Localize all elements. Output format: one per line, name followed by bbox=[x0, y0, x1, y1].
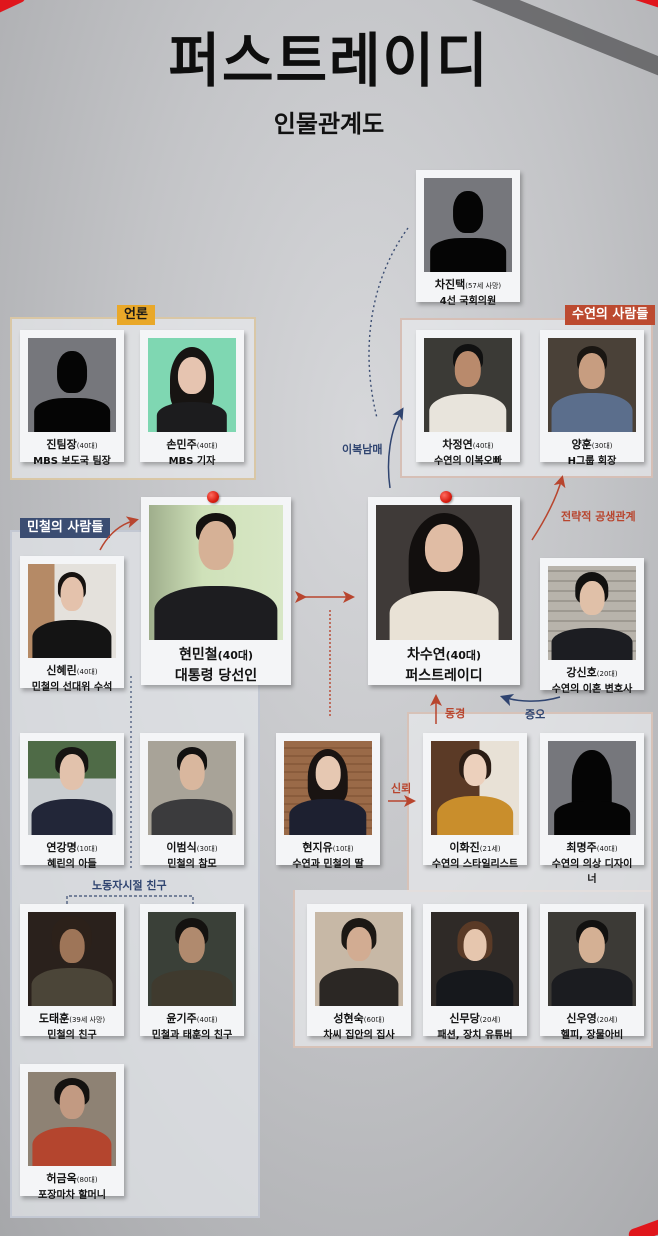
character-photo bbox=[28, 741, 116, 835]
page-title: 퍼스트레이디 bbox=[168, 27, 490, 96]
character-photo bbox=[315, 912, 403, 1006]
silhouette-photo bbox=[548, 741, 636, 835]
character-photo bbox=[148, 912, 236, 1006]
character-photo bbox=[149, 505, 283, 640]
character-card-hyun-mincheol[interactable]: 현민철(40대)대통령 당선인 bbox=[141, 497, 291, 685]
character-card-yun-giju[interactable]: 윤기주(40대)민철과 태훈의 친구 bbox=[140, 904, 244, 1041]
character-card-cha-jintaek[interactable]: 차진택(57세 사망)4선 국회의원 bbox=[416, 170, 520, 307]
character-card-heo-geumok[interactable]: 허금옥(80대)포장마차 할머니 bbox=[20, 1064, 124, 1201]
group-label-mincheol-people: 민철의 사람들 bbox=[20, 518, 111, 538]
silhouette-photo bbox=[424, 178, 512, 272]
character-photo bbox=[148, 741, 236, 835]
pin-icon bbox=[440, 491, 452, 503]
character-card-hyun-jiyu[interactable]: 현지유(10대)수연과 민철의 딸 bbox=[276, 733, 380, 870]
pin-icon bbox=[207, 491, 219, 503]
character-photo bbox=[28, 1072, 116, 1166]
character-photo bbox=[431, 912, 519, 1006]
character-photo bbox=[376, 505, 512, 640]
character-photo bbox=[28, 564, 116, 658]
relation-label-trust: 신뢰 bbox=[391, 782, 412, 795]
character-card-do-taehun[interactable]: 도태훈(39세 사망)민철의 친구 bbox=[20, 904, 124, 1041]
character-photo bbox=[284, 741, 372, 835]
character-photo bbox=[548, 912, 636, 1006]
character-card-lee-hwajin[interactable]: 이화진(21세)수연의 스타일리스트 bbox=[423, 733, 527, 870]
relation-label-hatred: 증오 bbox=[525, 708, 546, 721]
character-card-shin-mudang[interactable]: 신무당(20세)패션, 장치 유튜버 bbox=[423, 904, 527, 1041]
character-card-yang-hoon[interactable]: 양훈(30대)H그룹 회장 bbox=[540, 330, 644, 467]
group-label-suyeon-people: 수연의 사람들 bbox=[565, 305, 656, 325]
character-card-seong-hyeonsuk[interactable]: 성현숙(60대)차씨 집안의 집사 bbox=[307, 904, 411, 1041]
character-card-lee-beomsik[interactable]: 이범식(30대)민철의 참모 bbox=[140, 733, 244, 870]
character-card-cha-suyeon[interactable]: 차수연(40대)퍼스트레이디 bbox=[368, 497, 520, 685]
decorative-red-streak bbox=[0, 0, 28, 15]
character-card-son-minju[interactable]: 손민주(40대)MBS 기자 bbox=[140, 330, 244, 467]
character-card-yeon-gangmyeong[interactable]: 연강명(10대)혜린의 아들 bbox=[20, 733, 124, 870]
character-photo bbox=[548, 566, 636, 660]
character-card-cha-jeongyeon[interactable]: 차정연(40대)수연의 이복오빠 bbox=[416, 330, 520, 467]
character-photo bbox=[548, 338, 636, 432]
character-card-kang-shinho[interactable]: 강신호(20대)수연의 이혼 변호사 bbox=[540, 558, 644, 695]
character-card-choi-myeongju[interactable]: 최명주(40대)수연의 의상 디자이너 bbox=[540, 733, 644, 885]
group-label-press: 언론 bbox=[117, 305, 155, 325]
character-card-jin-teamlead[interactable]: 진팀장(40대)MBS 보도국 팀장 bbox=[20, 330, 124, 467]
relation-label-labor-friends: 노동자시절 친구 bbox=[92, 879, 167, 892]
decorative-red-streak bbox=[627, 1213, 658, 1236]
page-subtitle: 인물관계도 bbox=[273, 110, 385, 138]
character-card-shin-hyerin[interactable]: 신혜린(40대)민철의 선대위 수석 bbox=[20, 556, 124, 693]
character-photo bbox=[424, 338, 512, 432]
character-card-shin-uyeong[interactable]: 신우영(20세)헬피, 장물아비 bbox=[540, 904, 644, 1041]
character-photo bbox=[28, 912, 116, 1006]
character-photo bbox=[431, 741, 519, 835]
character-photo bbox=[148, 338, 236, 432]
silhouette-photo bbox=[28, 338, 116, 432]
relation-label-half-siblings: 이복남매 bbox=[342, 443, 383, 456]
relation-label-strategic-symbiosis: 전략적 공생관계 bbox=[561, 510, 636, 523]
relation-label-admiration: 동경 bbox=[445, 707, 466, 720]
